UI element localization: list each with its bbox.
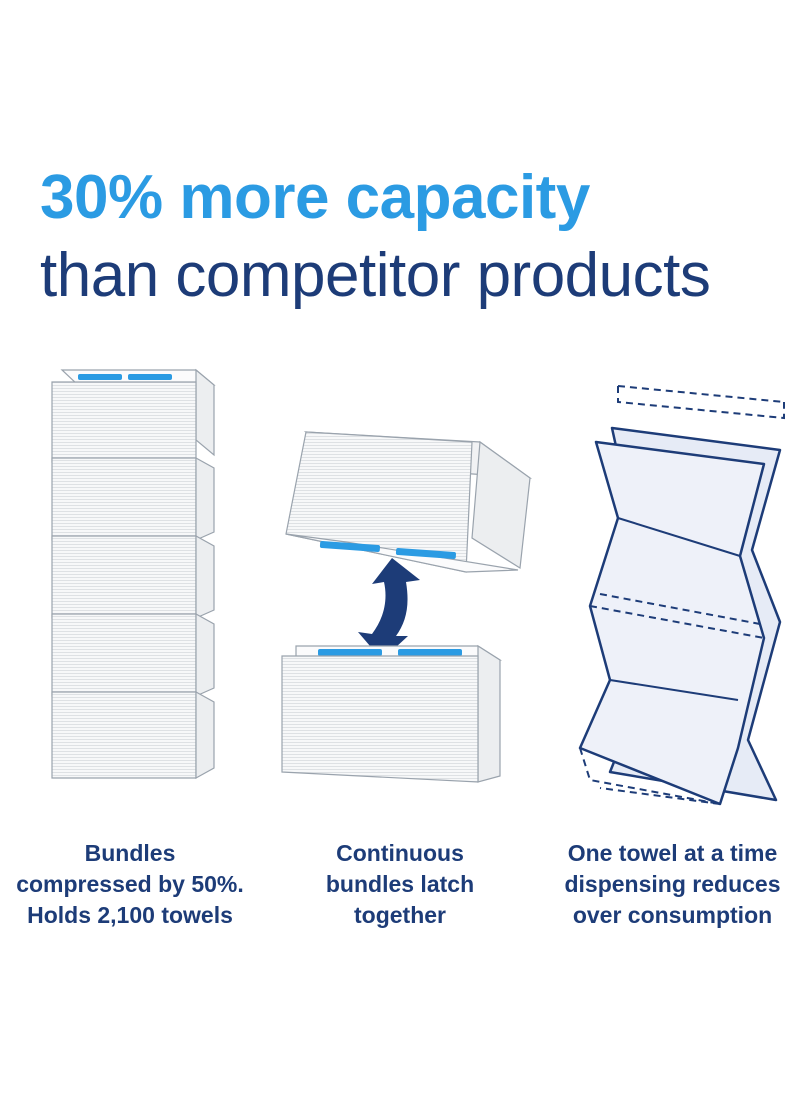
folded-towel-icon [578,385,785,806]
bundle-lower [281,644,503,783]
illustration-row [0,360,800,820]
latch-arrow-icon [358,558,420,660]
latching-bundles-icon [281,431,533,783]
bundle-upper-tilted [285,431,533,573]
feature-caption-compressed: Bundles compressed by 50%. Holds 2,100 t… [0,838,260,931]
bundle-5 [51,690,215,780]
caption-line: dispensing reduces [564,871,781,897]
stacked-bundles-icon [51,368,216,780]
bundle-4 [51,612,215,697]
bundle-3 [51,534,215,619]
caption-line: One towel at a time [567,840,778,866]
caption-line: over consumption [572,902,773,928]
caption-line: Bundles [84,840,176,866]
bundle-2 [51,456,215,541]
headline-highlight: 30% more capacity [40,163,590,232]
feature-caption-dispensing: One towel at a time dispensing reduces o… [545,838,800,931]
bundle-top [51,368,216,463]
caption-line: together [354,902,446,928]
caption-line: compressed by 50%. [16,871,244,897]
headline: 30% more capacity than competitor produc… [40,160,780,316]
caption-line: bundles latch [325,871,475,897]
headline-rest: than competitor products [40,241,711,310]
caption-line: Continuous [336,840,464,866]
caption-line: Holds 2,100 towels [27,902,233,928]
feature-caption-latch: Continuous bundles latch together [290,838,510,931]
